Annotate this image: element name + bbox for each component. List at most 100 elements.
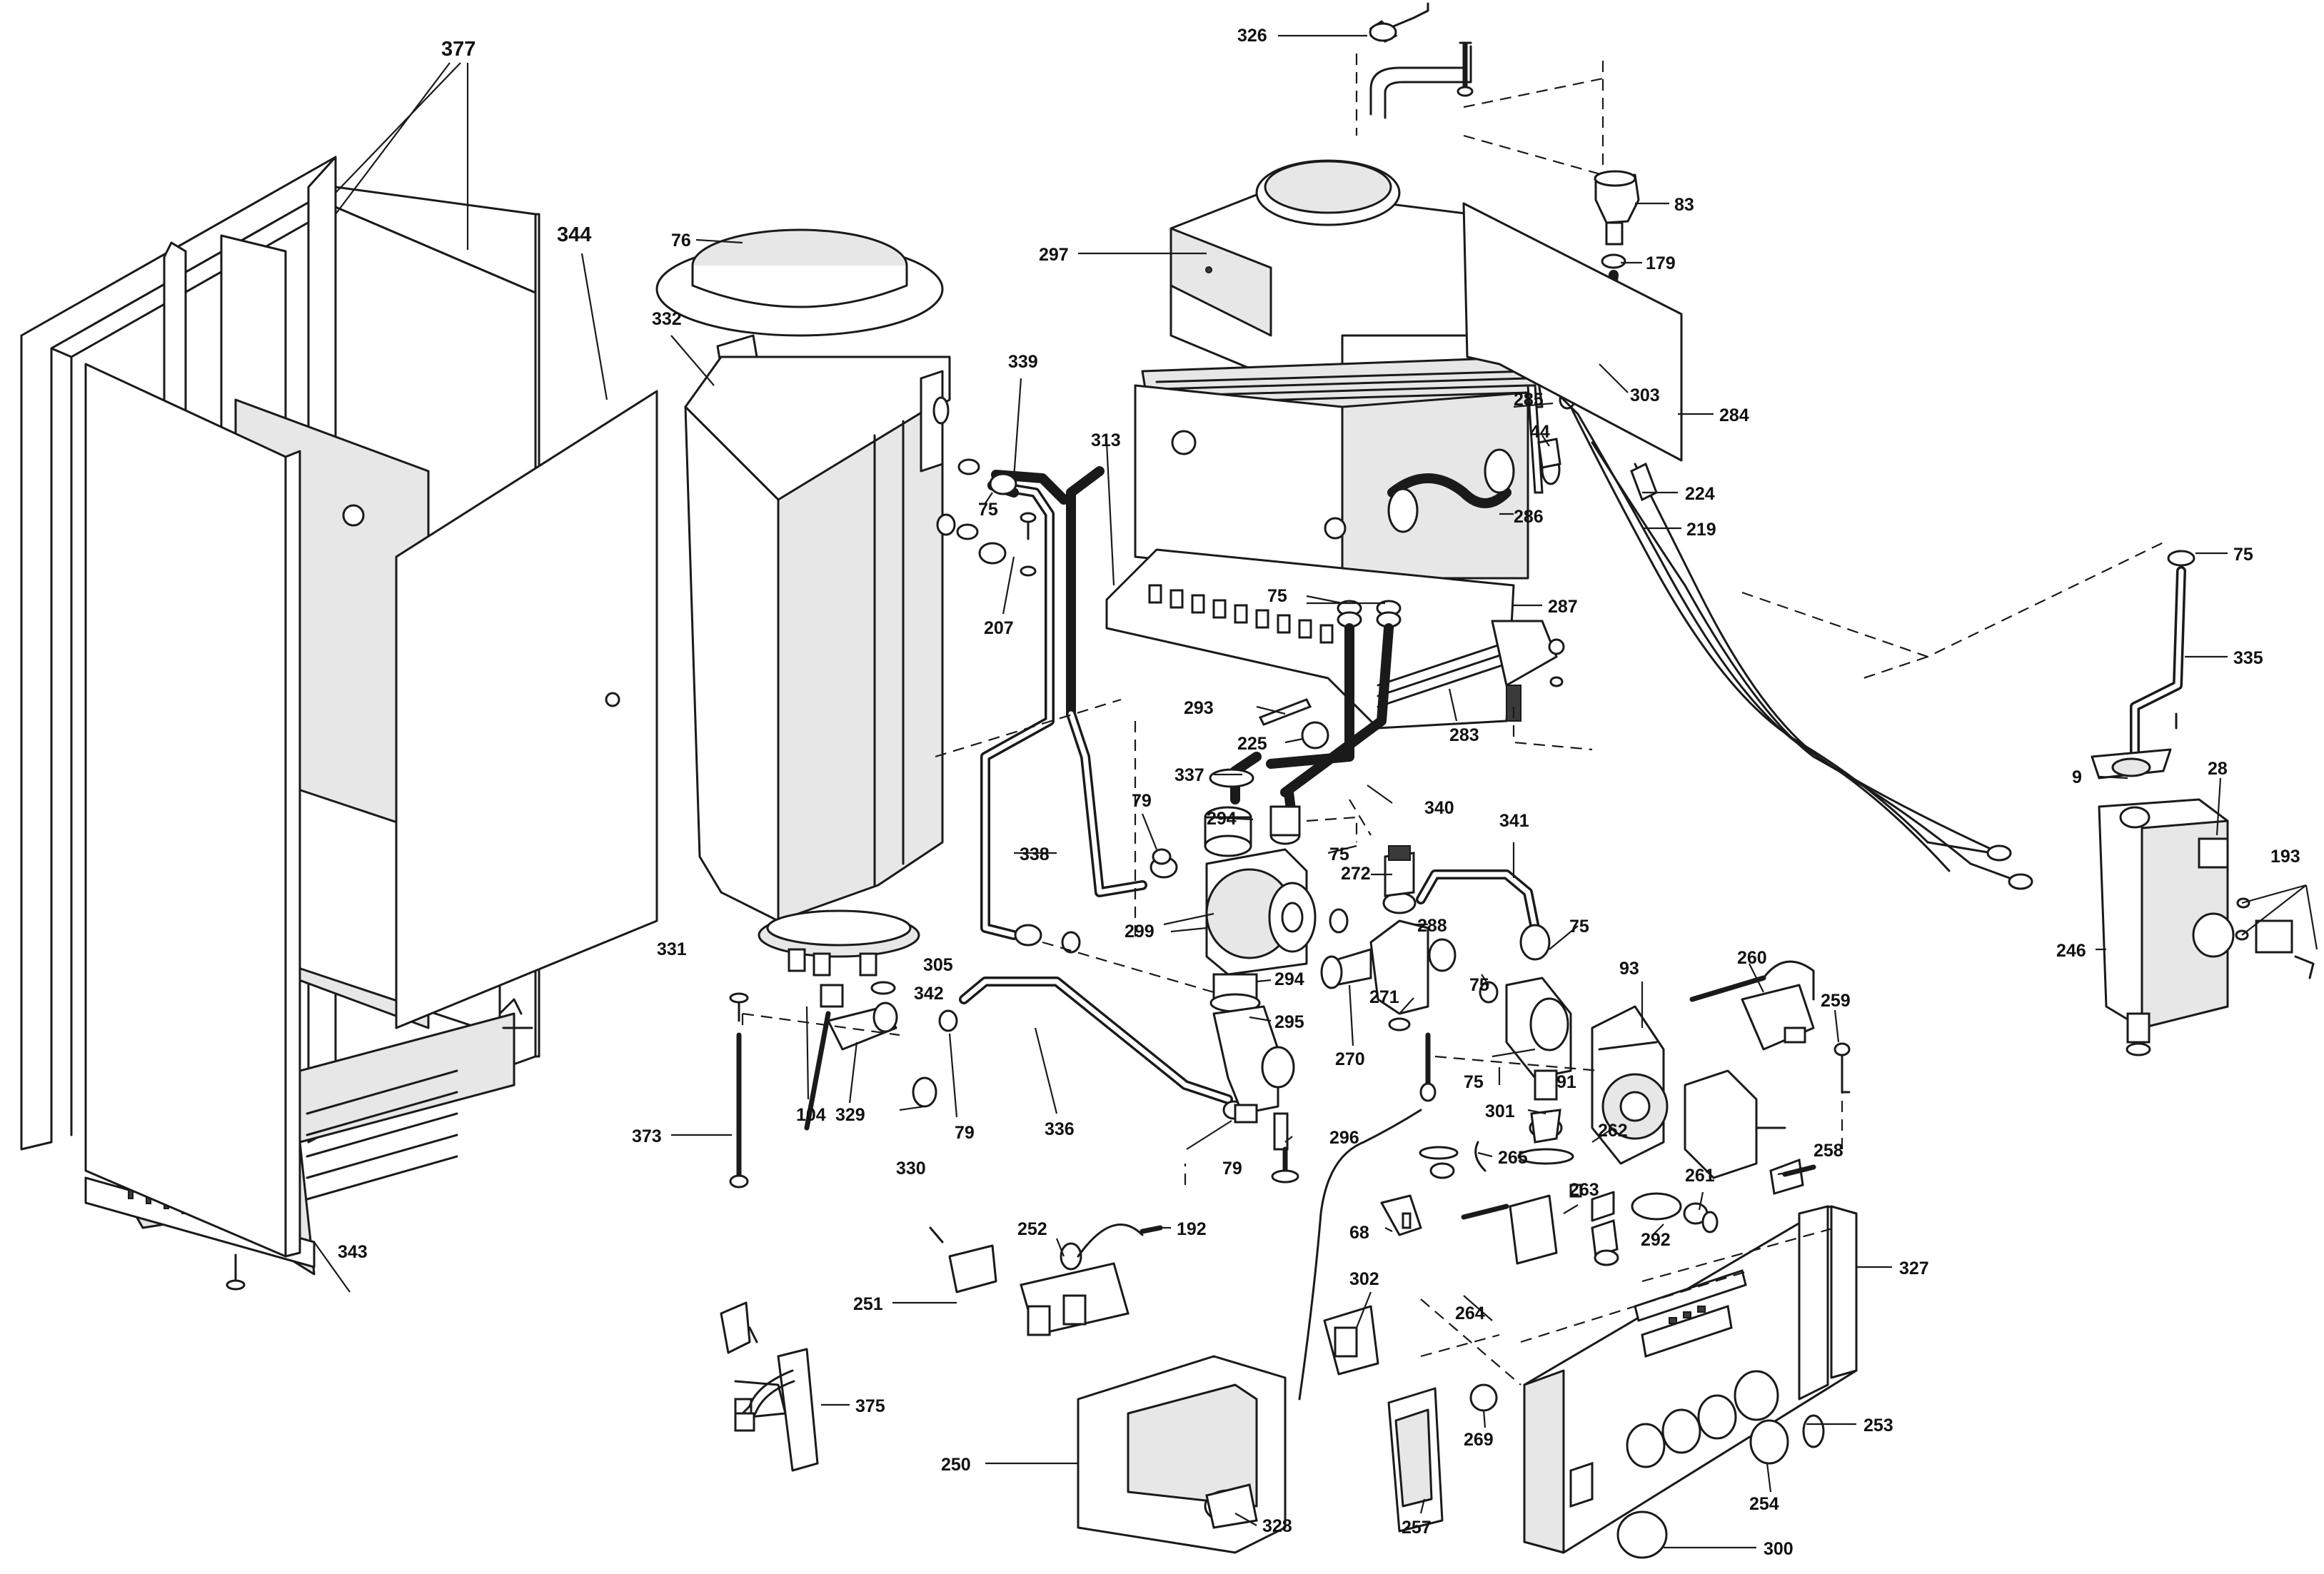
part-label: 285 (1514, 390, 1544, 410)
part-label: 336 (1045, 1119, 1075, 1139)
part-label: 76 (671, 231, 691, 251)
part-label: 192 (1177, 1219, 1207, 1239)
assembly-guides (741, 54, 2164, 1386)
panel-dials (1626, 1370, 1779, 1468)
part-label: 91 (1556, 1072, 1576, 1092)
part-label: 331 (657, 939, 687, 959)
part-labels: 377 344 76 332 339 75 207 313 297 326 83… (338, 26, 2300, 1559)
part-label: 377 (441, 38, 476, 61)
part-label: 288 (1417, 916, 1447, 936)
part-label: 297 (1039, 245, 1069, 265)
part-label: 339 (1008, 352, 1038, 372)
part-label: 93 (1619, 959, 1639, 979)
part-label: 263 (1569, 1180, 1599, 1200)
part-label: 104 (796, 1105, 826, 1125)
part-label: 343 (338, 1242, 368, 1262)
part-label: 342 (914, 984, 944, 1004)
part-label: 294 (1207, 809, 1237, 829)
part-label: 262 (1598, 1121, 1628, 1141)
part-label: 295 (1274, 1012, 1304, 1032)
part-label: 341 (1499, 811, 1529, 831)
part-label: 251 (853, 1294, 883, 1314)
part-label: 283 (1449, 725, 1479, 745)
part-label: 302 (1349, 1269, 1379, 1289)
vessel-screw (729, 992, 749, 1022)
part-label: 252 (1017, 1219, 1047, 1239)
part-label: 246 (2056, 941, 2086, 961)
part-label: 287 (1548, 597, 1578, 617)
gas-valve (2091, 550, 2315, 1056)
pump-assembly (1204, 768, 1851, 1184)
part-label: 44 (1530, 422, 1550, 442)
part-label: 294 (1274, 969, 1304, 989)
part-label: 225 (1237, 734, 1267, 754)
side-panel (1462, 202, 1683, 462)
part-label: 257 (1402, 1518, 1432, 1538)
part-label: 79 (955, 1123, 975, 1143)
part-label: 303 (1630, 385, 1660, 405)
leader-lines (313, 34, 2318, 1549)
part-label: 264 (1455, 1303, 1485, 1323)
part-label: 265 (1498, 1148, 1528, 1168)
casing-screw (226, 1253, 246, 1291)
part-label: 292 (1641, 1230, 1671, 1250)
part-label: 330 (896, 1159, 926, 1179)
burner-slots (1148, 584, 1334, 644)
part-label: 9 (2072, 767, 2082, 787)
part-label: 329 (835, 1105, 865, 1125)
part-label: 258 (1814, 1141, 1843, 1161)
part-label: 300 (1764, 1539, 1794, 1559)
combustion-chamber (1105, 159, 1576, 826)
part-label: 335 (2233, 648, 2263, 668)
part-label: 207 (984, 618, 1014, 638)
part-label: 79 (1222, 1159, 1242, 1179)
part-label: 271 (1369, 987, 1399, 1007)
part-label: 259 (1821, 991, 1851, 1011)
part-label: 284 (1719, 405, 1749, 425)
part-label: 301 (1485, 1101, 1515, 1121)
part-label: 328 (1262, 1516, 1292, 1536)
part-label: 261 (1685, 1166, 1715, 1186)
part-label: 326 (1237, 26, 1267, 46)
part-label: 375 (855, 1396, 885, 1416)
part-label: 75 (2233, 545, 2253, 565)
part-label: 75 (1569, 917, 1589, 937)
part-label: 193 (2270, 847, 2300, 867)
burner-bars (1377, 641, 1508, 708)
part-label: 219 (1686, 520, 1716, 540)
part-label: 293 (1184, 698, 1214, 718)
control-panel (1523, 1205, 1858, 1559)
part-label: 28 (2208, 759, 2228, 779)
part-label: 68 (1349, 1223, 1369, 1243)
controls (720, 1109, 1816, 1554)
part-label: 250 (941, 1455, 971, 1475)
part-label: 269 (1464, 1430, 1494, 1450)
part-label: 344 (557, 223, 591, 246)
part-label: 286 (1514, 507, 1544, 527)
part-label: 270 (1335, 1049, 1365, 1069)
part-label: 313 (1091, 430, 1121, 450)
part-label: 327 (1899, 1258, 1929, 1278)
wiring-harness (1537, 391, 2033, 890)
part-label: 373 (632, 1126, 662, 1146)
part-label: 75 (1267, 586, 1287, 606)
part-label: 260 (1737, 948, 1767, 968)
part-label: 337 (1174, 765, 1204, 785)
part-label: 224 (1685, 484, 1715, 504)
part-label: 305 (923, 955, 953, 975)
bottom-grille (306, 1069, 458, 1201)
part-label: 179 (1646, 253, 1676, 273)
expansion-vessel (655, 228, 951, 1189)
part-label: 299 (1125, 922, 1155, 942)
part-label: 79 (1132, 791, 1152, 811)
part-label: 75 (978, 500, 998, 520)
part-label: 83 (1674, 195, 1694, 215)
part-label: 272 (1341, 864, 1371, 884)
part-label: 75 (1464, 1072, 1484, 1092)
part-label: 338 (1020, 844, 1050, 864)
heat-exchanger-fins (1155, 370, 1529, 405)
part-label: 253 (1863, 1416, 1893, 1436)
wiring-bracket (734, 1348, 819, 1472)
part-label: 332 (652, 309, 682, 329)
